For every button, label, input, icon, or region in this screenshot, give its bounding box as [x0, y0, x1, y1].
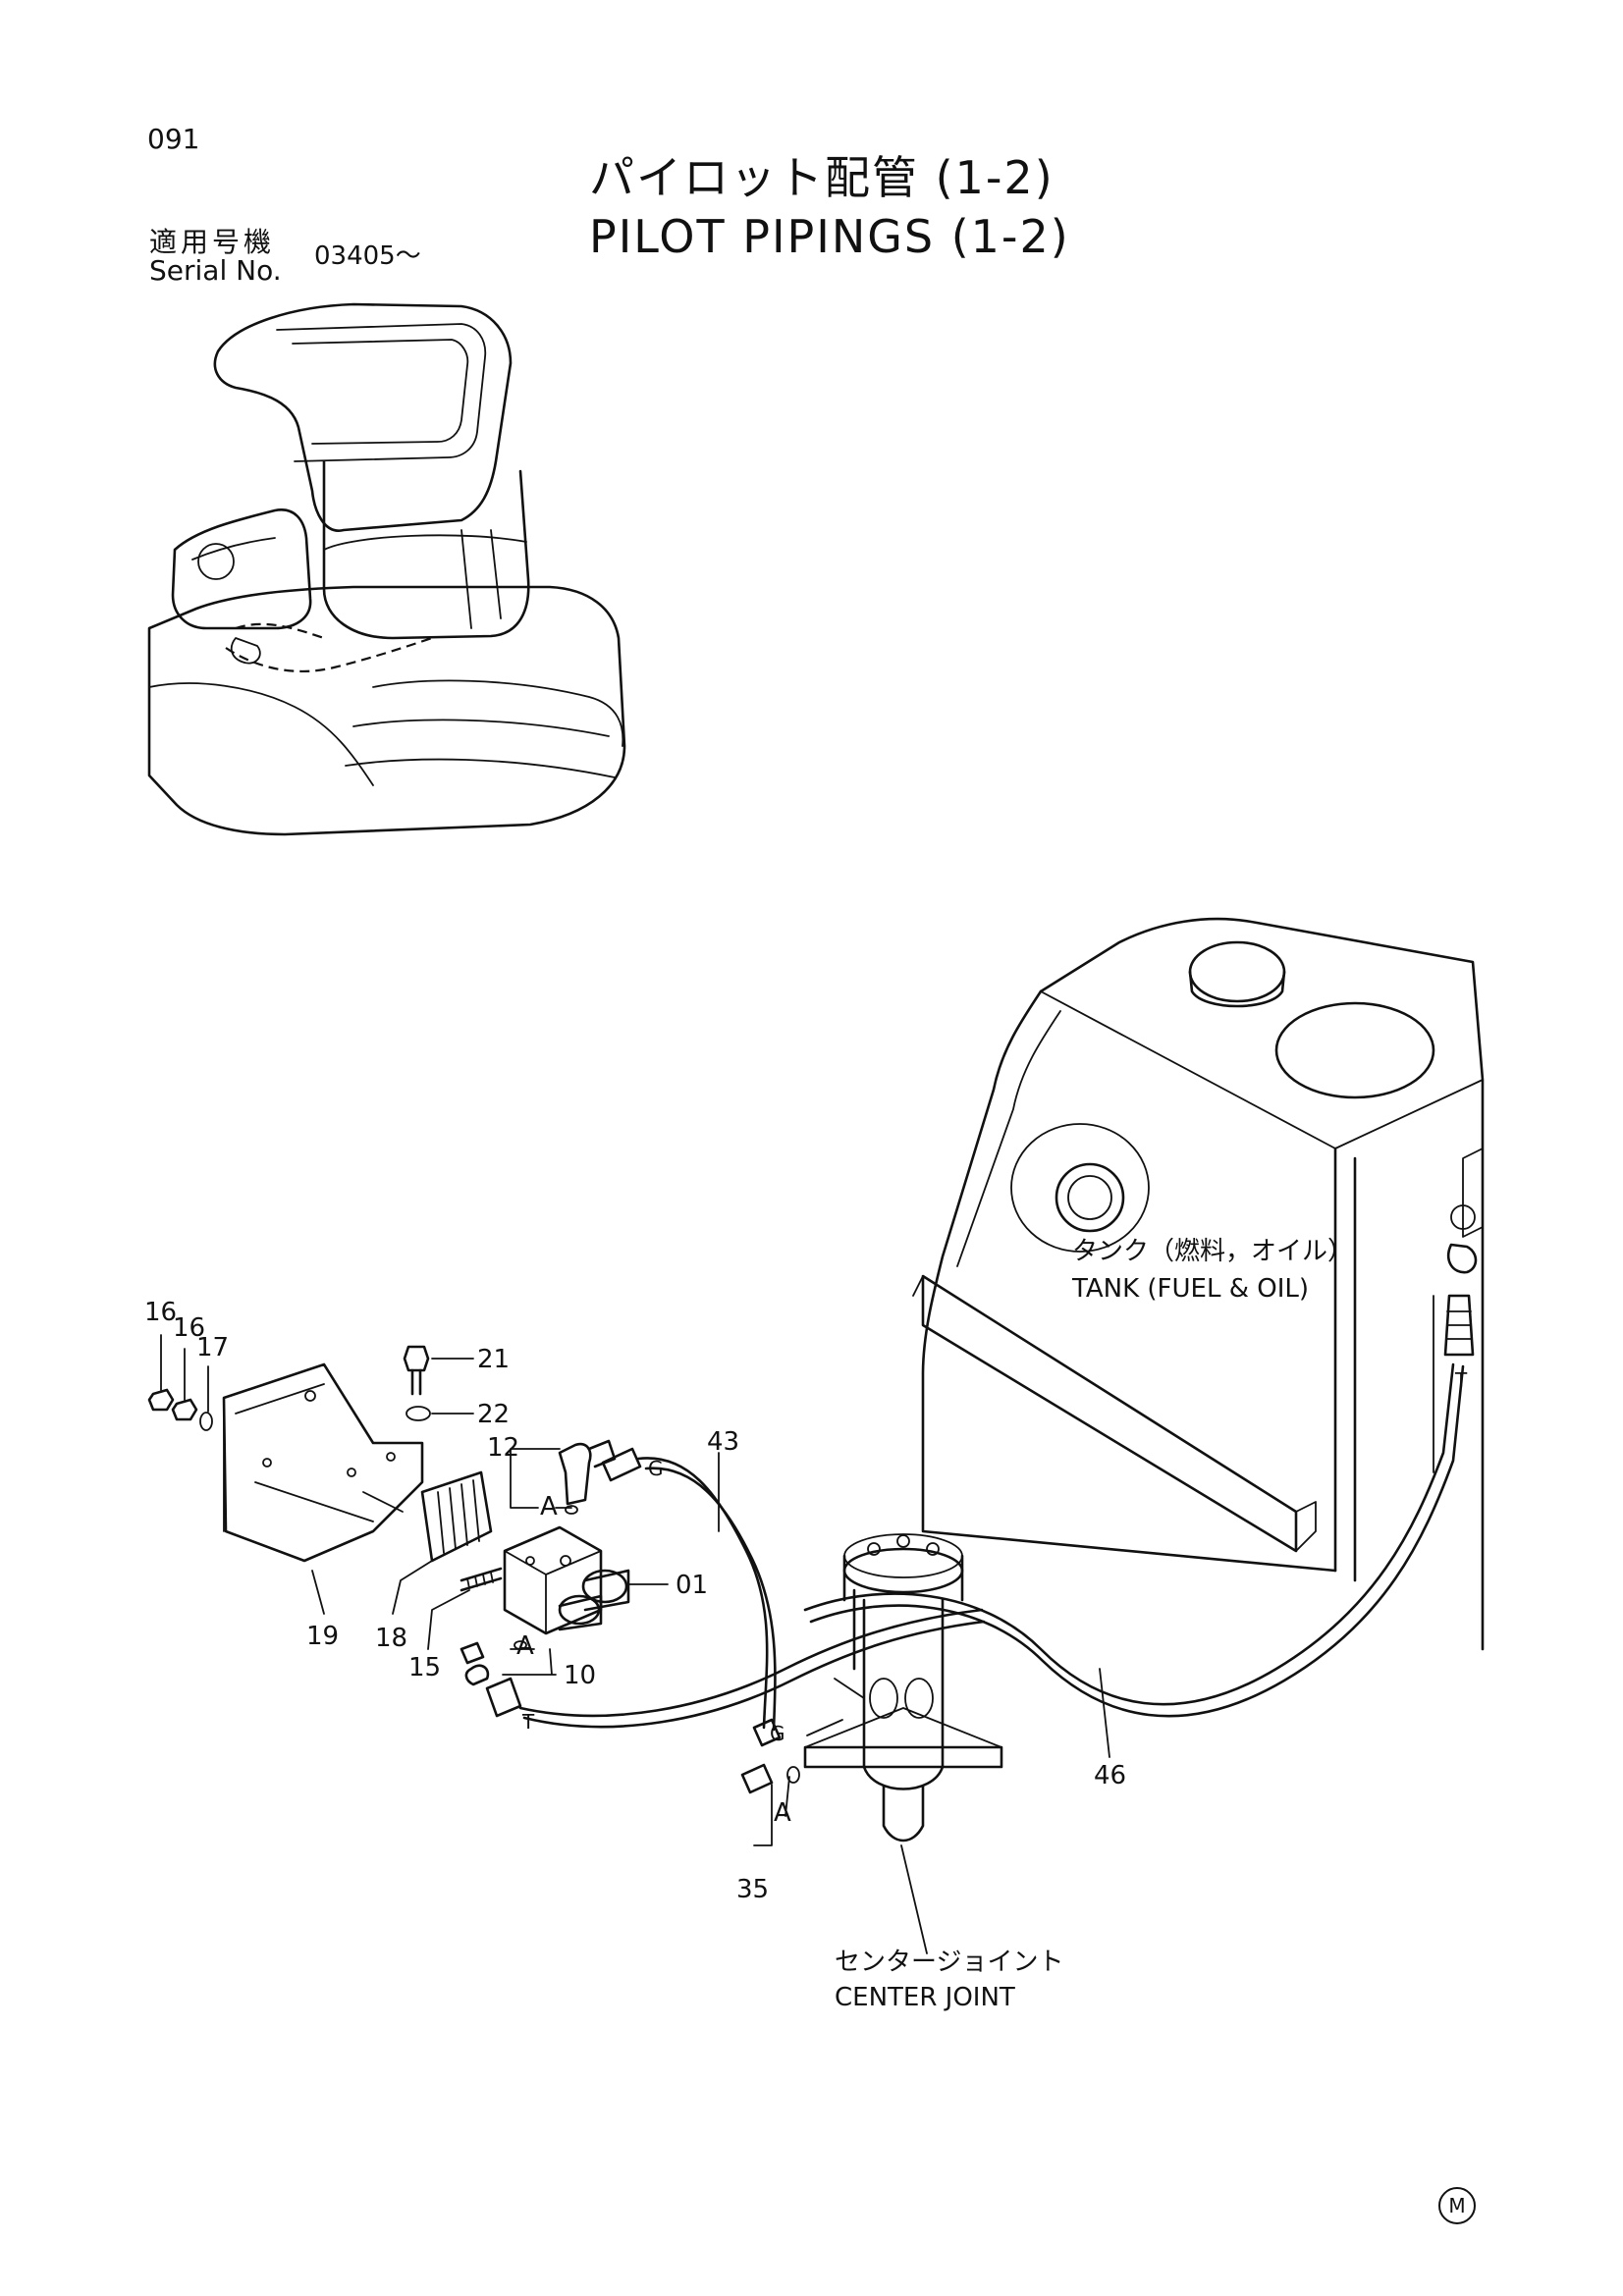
callout-19: 19 [306, 1622, 340, 1651]
serial-label-japanese: 適用号機 [149, 226, 276, 258]
page-number: 091 [147, 123, 200, 155]
leader-lines [160, 1334, 1110, 1954]
callout-17: 17 [196, 1333, 230, 1362]
callout-43: 43 [707, 1427, 740, 1457]
valve-bracket-assembly [147, 1345, 843, 1794]
circled-m-mark: M [1438, 2187, 1476, 2224]
callout-a-lower: A [774, 1798, 791, 1828]
page-title-english: PILOT PIPINGS (1-2) [589, 210, 1070, 263]
serial-value: 03405～ [314, 241, 421, 271]
callout-22: 22 [477, 1400, 511, 1429]
callout-12: 12 [487, 1433, 520, 1463]
serial-label-english: Serial No. [149, 254, 282, 287]
center-joint-label-japanese: センタージョイント [835, 1948, 1064, 1977]
center-joint-label-english: CENTER JOINT [835, 1983, 1015, 2012]
callout-21: 21 [477, 1345, 511, 1374]
callout-a-upper: A [540, 1492, 558, 1522]
port-mark-g-joint: G [770, 1722, 785, 1745]
port-mark-g-valve: G [648, 1457, 664, 1480]
callout-16-b: 16 [173, 1313, 206, 1343]
callout-46: 46 [1094, 1761, 1127, 1790]
callout-a-middle: A [516, 1631, 534, 1661]
callout-10: 10 [564, 1661, 597, 1690]
callout-16-a: 16 [144, 1298, 178, 1327]
callout-01: 01 [676, 1571, 709, 1600]
callout-18: 18 [375, 1624, 408, 1653]
tank-fuel-oil-drawing [912, 917, 1485, 1651]
hoses [518, 1362, 1465, 1732]
port-mark-t-valve: T [522, 1710, 535, 1734]
page-title-japanese: パイロット配管 (1-2) [589, 151, 1055, 204]
port-mark-t-tank: T [1455, 1368, 1468, 1392]
callout-35: 35 [736, 1875, 770, 1904]
callout-15: 15 [408, 1653, 442, 1682]
circled-m-letter: M [1448, 2194, 1466, 2217]
tank-label-english: TANK (FUEL & OIL) [1072, 1274, 1310, 1304]
center-joint-drawing [803, 1533, 1003, 1842]
machine-overview-illustration [147, 302, 626, 836]
tank-label-japanese: タンク（燃料，オイル） [1072, 1237, 1354, 1266]
